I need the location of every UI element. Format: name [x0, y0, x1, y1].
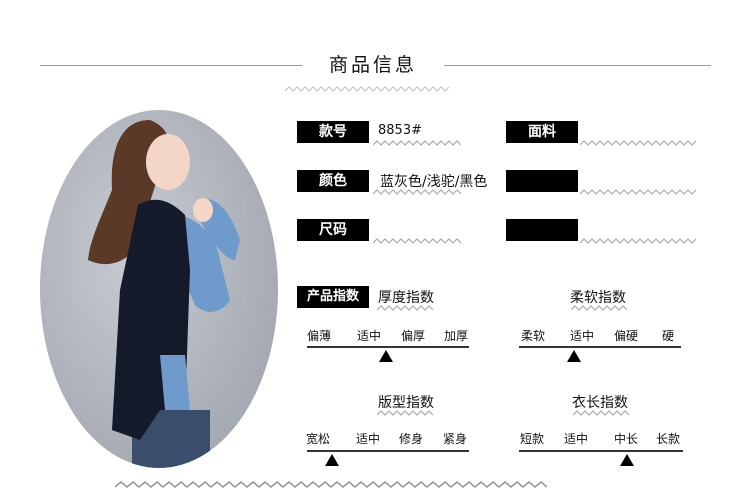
length-option: 适中: [563, 432, 588, 446]
fit-marker-icon: [325, 454, 339, 466]
hidden-label-2: [506, 219, 578, 241]
color-label: 颜色: [297, 170, 369, 192]
thickness-marker-icon: [379, 350, 393, 362]
fit-scale: [307, 450, 469, 452]
thickness-title-wave: [377, 305, 435, 311]
title-wave-divider: [285, 86, 450, 92]
length-option: 中长: [613, 432, 638, 446]
softness-option: 适中: [569, 329, 594, 343]
length-option: 短款: [519, 432, 544, 446]
softness-option: 偏硬: [613, 329, 638, 343]
length-marker-icon: [620, 454, 634, 466]
size-wave: [373, 238, 461, 244]
color-value: 蓝灰色/浅驼/黑色: [380, 174, 488, 190]
fit-option: 紧身: [442, 432, 467, 446]
hidden-wave-1: [580, 189, 696, 195]
length-title-wave: [573, 410, 629, 416]
color-wave: [373, 189, 461, 195]
thickness-option: 加厚: [443, 329, 468, 343]
softness-option: 硬: [661, 329, 674, 343]
fit-option: 宽松: [305, 432, 330, 446]
thickness-index-title: 厚度指数: [378, 290, 434, 306]
fabric-label: 面料: [506, 121, 578, 143]
thickness-scale: [307, 346, 469, 348]
bottom-wave-divider: [115, 481, 547, 488]
fit-option: 修身: [398, 432, 423, 446]
style-no-value: 8853#: [378, 123, 422, 138]
header-rule-right: [444, 65, 711, 66]
product-photo: [40, 110, 278, 468]
fabric-wave: [580, 140, 696, 146]
length-option: 长款: [655, 432, 680, 446]
hidden-wave-2: [580, 238, 696, 244]
model-illustration: [88, 120, 240, 468]
softness-title-wave: [571, 305, 627, 311]
hidden-label-1: [506, 170, 578, 192]
style-no-wave: [373, 140, 461, 146]
softness-index-title: 柔软指数: [570, 290, 626, 306]
product-index-label: 产品指数: [297, 286, 369, 308]
thickness-option: 适中: [356, 329, 381, 343]
length-index-title: 衣长指数: [572, 395, 628, 411]
length-scale: [519, 450, 683, 452]
fit-title-wave: [377, 410, 435, 416]
size-label: 尺码: [297, 219, 369, 241]
header-rule-left: [40, 65, 302, 66]
page-title: 商品信息: [328, 54, 417, 76]
softness-marker-icon: [567, 350, 581, 362]
thickness-option: 偏厚: [400, 329, 425, 343]
fit-option: 适中: [355, 432, 380, 446]
thickness-option: 偏薄: [306, 329, 331, 343]
softness-option: 柔软: [520, 329, 545, 343]
style-no-label: 款号: [297, 121, 369, 143]
softness-scale: [519, 346, 681, 348]
fit-index-title: 版型指数: [378, 395, 434, 411]
